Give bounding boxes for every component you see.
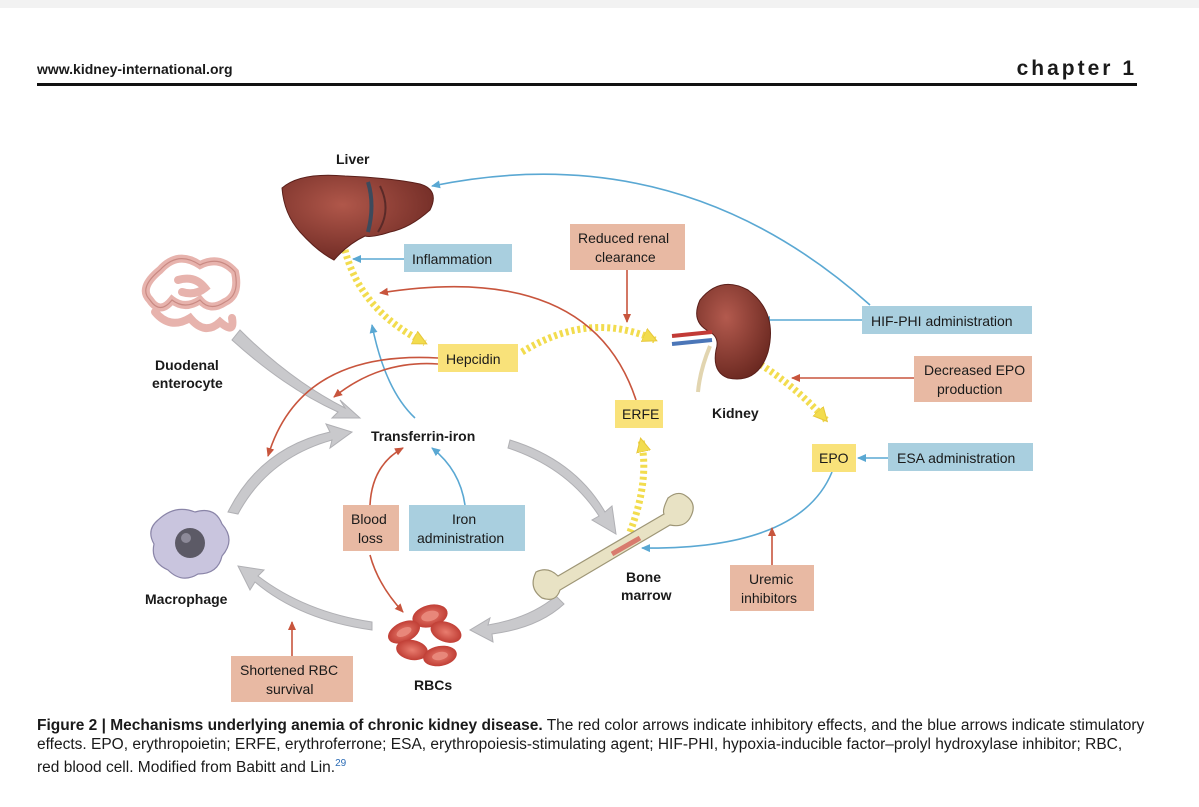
svg-text:administration: administration bbox=[417, 530, 504, 546]
shortened-rbc-survival-box: Shortened RBC survival bbox=[231, 656, 353, 702]
yellow-arrow-bone-to-erfe bbox=[626, 440, 644, 534]
svg-text:Hepcidin: Hepcidin bbox=[446, 351, 500, 367]
red-arrow-bloodloss-transferrin bbox=[369, 447, 404, 506]
svg-text:Inflammation: Inflammation bbox=[412, 251, 492, 267]
iron-administration-box: Iron administration bbox=[409, 505, 525, 551]
esa-administration-box: ESA administration bbox=[888, 443, 1033, 471]
yellow-arrow-liver-to-hepcidin bbox=[341, 249, 425, 347]
svg-text:Blood: Blood bbox=[351, 511, 387, 527]
epo-box: EPO bbox=[812, 444, 856, 472]
svg-text:EPO: EPO bbox=[819, 450, 849, 466]
top-band bbox=[0, 0, 1199, 8]
macrophage-label: Macrophage bbox=[145, 591, 228, 607]
red-arrow-hepcidin-to-transferrin bbox=[333, 362, 439, 398]
gray-arrow-transferrin-to-bone bbox=[507, 439, 617, 535]
svg-text:production: production bbox=[937, 381, 1002, 397]
decreased-epo-production-box: Decreased EPO production bbox=[914, 356, 1032, 402]
bone-icon bbox=[532, 492, 694, 600]
uremic-inhibitors-box: Uremic inhibitors bbox=[730, 565, 814, 611]
figure-caption: Figure 2 | Mechanisms underlying anemia … bbox=[37, 716, 1147, 777]
svg-text:HIF-PHI administration: HIF-PHI administration bbox=[871, 313, 1013, 329]
liver-icon bbox=[281, 174, 434, 261]
svg-text:Reduced renal: Reduced renal bbox=[578, 230, 669, 246]
yellow-arrow-hepcidin-to-kidney bbox=[520, 324, 655, 355]
intestine-outline bbox=[145, 258, 237, 309]
gray-arrow-bone-to-rbcs bbox=[468, 595, 565, 643]
kidney-icon bbox=[671, 283, 771, 393]
yellow-arrow-kidney-to-epo bbox=[738, 348, 829, 423]
kidney-label: Kidney bbox=[712, 405, 759, 421]
inflammation-box: Inflammation bbox=[404, 244, 512, 272]
svg-text:inhibitors: inhibitors bbox=[741, 590, 797, 606]
svg-text:ESA administration: ESA administration bbox=[897, 450, 1015, 466]
caption-text: The red color arrows indicate inhibitory… bbox=[37, 717, 1145, 777]
transferrin-label: Transferrin-iron bbox=[371, 428, 475, 444]
gray-arrow-rbcs-to-macrophage bbox=[237, 565, 373, 631]
rbcs-label: RBCs bbox=[414, 677, 452, 693]
gray-arrows bbox=[227, 329, 617, 643]
gray-arrow-duodenal-to-transferrin bbox=[231, 329, 362, 419]
blue-arrow-transferrin-to-hepcidin bbox=[369, 324, 416, 419]
yellow-arrows bbox=[341, 249, 829, 534]
duodenal-label-2: enterocyte bbox=[152, 375, 223, 391]
intestine-icon bbox=[141, 254, 241, 332]
reduced-renal-clearance-box: Reduced renal clearance bbox=[570, 224, 685, 270]
svg-text:Decreased EPO: Decreased EPO bbox=[924, 362, 1025, 378]
chapter-label: chapter 1 bbox=[1016, 57, 1137, 80]
svg-text:clearance: clearance bbox=[595, 249, 656, 265]
blood-loss-box: Blood loss bbox=[343, 505, 399, 551]
header-rule bbox=[37, 83, 1137, 86]
svg-text:Iron: Iron bbox=[452, 511, 476, 527]
red-arrow-bloodloss-rbcs bbox=[369, 554, 404, 613]
hepcidin-box: Hepcidin bbox=[438, 344, 518, 372]
svg-text:loss: loss bbox=[358, 530, 383, 546]
red-arrow-erfe-to-hepcidin bbox=[379, 285, 637, 401]
erfe-box: ERFE bbox=[615, 400, 663, 428]
bone-label-2: marrow bbox=[621, 587, 672, 603]
svg-text:survival: survival bbox=[266, 681, 313, 697]
liver-label: Liver bbox=[336, 151, 370, 167]
bone-label-1: Bone bbox=[626, 569, 661, 585]
caption-reference[interactable]: 29 bbox=[335, 758, 347, 769]
site-url[interactable]: www.kidney-international.org bbox=[37, 61, 233, 77]
blue-arrow-hif-to-liver bbox=[431, 173, 871, 306]
svg-text:Shortened RBC: Shortened RBC bbox=[240, 662, 338, 678]
svg-text:ERFE: ERFE bbox=[622, 406, 659, 422]
blue-arrow-iron-to-transferrin bbox=[431, 447, 466, 506]
rbc-icon bbox=[388, 604, 462, 667]
caption-label: Figure 2 | Mechanisms underlying anemia … bbox=[37, 717, 543, 734]
hif-phi-administration-box: HIF-PHI administration bbox=[862, 306, 1032, 334]
red-arrows bbox=[266, 270, 914, 656]
red-arrow-hepcidin-to-macrophage bbox=[266, 356, 439, 457]
svg-text:Uremic: Uremic bbox=[749, 571, 793, 587]
gray-arrow-macrophage-to-transferrin bbox=[227, 423, 354, 515]
duodenal-label-1: Duodenal bbox=[155, 357, 219, 373]
macrophage-icon bbox=[150, 508, 230, 579]
